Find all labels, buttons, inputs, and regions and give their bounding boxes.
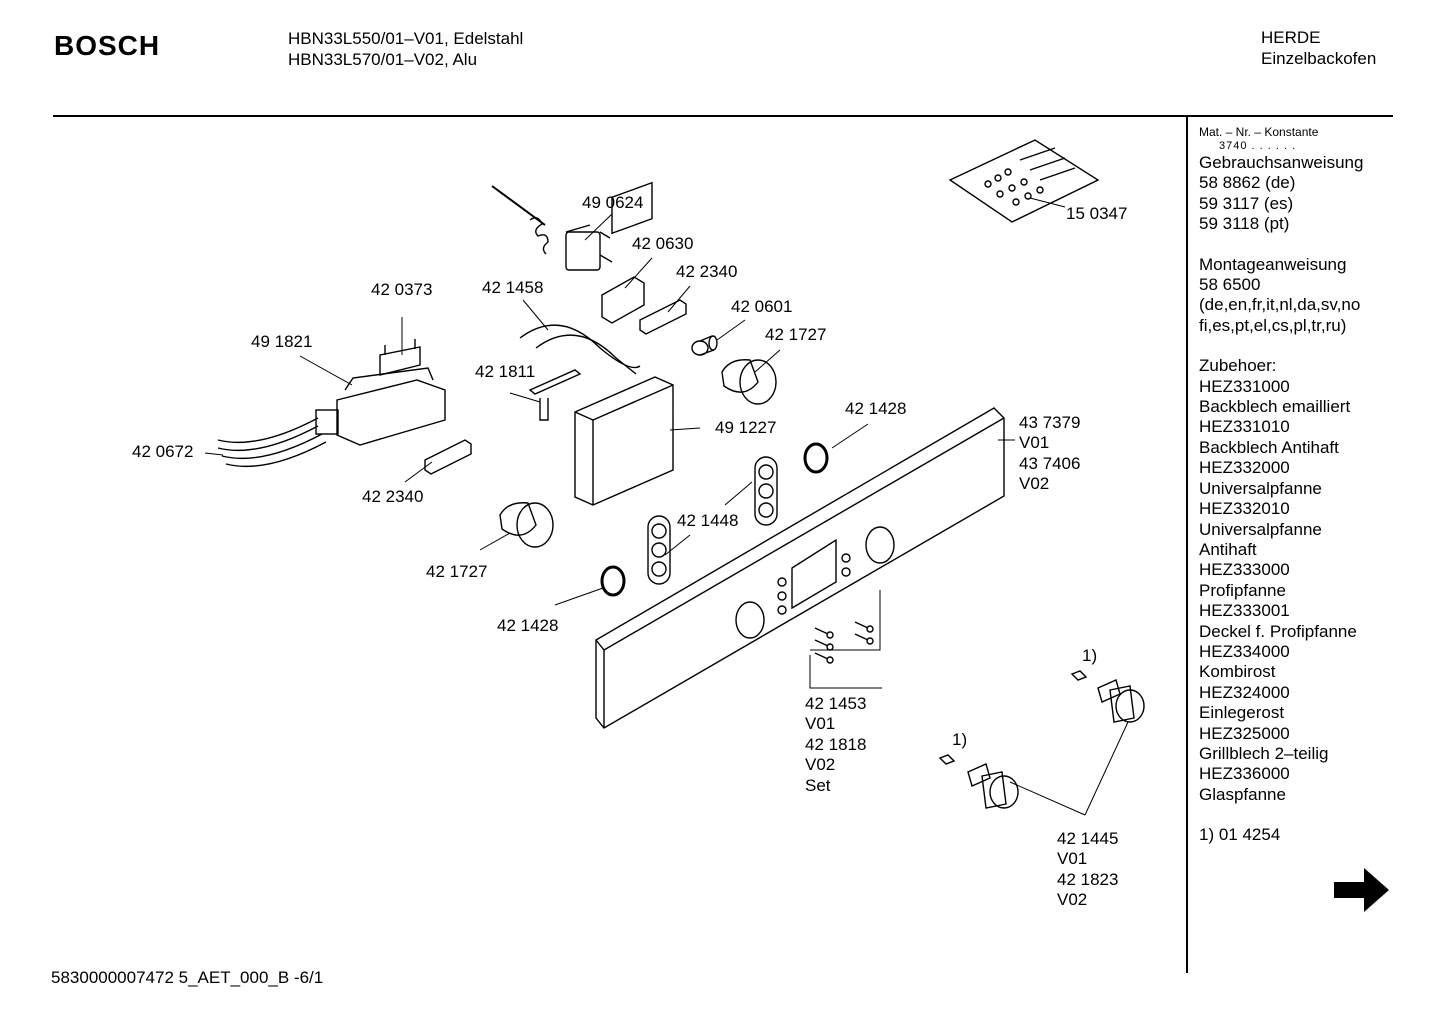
sidebar-line: Zubehoer: <box>1199 356 1277 376</box>
sidebar-line: Profipfanne <box>1199 580 1286 600</box>
part-label-420601: 42 0601 <box>731 297 793 316</box>
part-label-422340-bottom: 42 2340 <box>362 487 424 506</box>
part-label-491227: 49 1227 <box>715 418 777 437</box>
footnote-marker-upper: 1) <box>1082 646 1098 665</box>
part-label-421428-right: 42 1428 <box>845 399 907 418</box>
knobs-line-2: V01 <box>1057 849 1088 869</box>
part-label-491821: 49 1821 <box>251 332 313 351</box>
sidebar-line: HEZ336000 <box>1199 764 1290 784</box>
part-label-screws: 42 1453 V01 42 1818 V02 Set <box>805 694 866 796</box>
sidebar-line: Kombirost <box>1199 662 1276 682</box>
part-label-420373: 42 0373 <box>371 280 433 299</box>
model-list: HBN33L550/01–V01, Edelstahl HBN33L570/01… <box>288 28 523 70</box>
sidebar-line: HEZ324000 <box>1199 682 1290 702</box>
header-divider <box>53 115 1393 117</box>
sidebar-line: Universalpfanne <box>1199 478 1322 498</box>
footnote-marker-lower: 1) <box>952 730 968 749</box>
brand-logo: BOSCH <box>54 30 161 61</box>
sidebar-line: Einlegerost <box>1199 703 1285 723</box>
knobs-line-1: 42 1445 <box>1057 829 1119 848</box>
sidebar-line: HEZ332010 <box>1199 499 1290 519</box>
sidebar-line: Montageanweisung <box>1199 254 1347 274</box>
control-module-part <box>574 181 674 506</box>
holder-part <box>528 369 582 421</box>
ring-parts <box>600 442 829 597</box>
screws-line-2: V01 <box>805 714 836 734</box>
sidebar-line: Glaspfanne <box>1199 784 1286 804</box>
sidebar-line: Universalpfanne <box>1199 519 1322 539</box>
part-label-421428-left: 42 1428 <box>497 616 559 635</box>
sidebar-divider <box>1186 117 1188 973</box>
screws-part <box>814 621 874 664</box>
screws-line-4: V02 <box>805 755 836 775</box>
panel-line-4: V02 <box>1019 474 1050 494</box>
sidebar-line: 59 3117 (es) <box>1199 193 1294 213</box>
sidebar-line: 58 8862 (de) <box>1199 173 1296 193</box>
document-id: 5830000007472 5_AET_000_B -6/1 <box>51 968 324 987</box>
category-line-2: Einzelbackofen <box>1261 49 1377 68</box>
panel-line-2: V01 <box>1019 433 1050 453</box>
sidebar-line: HEZ332000 <box>1199 458 1290 478</box>
leader-lines <box>204 197 1129 816</box>
sidebar-line: Antihaft <box>1199 539 1257 559</box>
sidebar-line: HEZ331010 <box>1199 417 1290 437</box>
panel-line-1: 43 7379 <box>1019 413 1081 432</box>
cable-part <box>519 324 641 375</box>
sidebar-line: 1) 01 4254 <box>1199 825 1281 845</box>
part-label-420672: 42 0672 <box>132 442 194 461</box>
thermostat-part <box>491 185 613 271</box>
arrow-right-icon[interactable] <box>1334 868 1390 912</box>
screws-line-3: 42 1818 <box>805 734 867 754</box>
category-line-1: HERDE <box>1261 28 1321 47</box>
knobs-line-3: 42 1823 <box>1057 869 1119 889</box>
sidebar-line: HEZ333001 <box>1199 601 1290 621</box>
screws-line-5: Set <box>805 775 831 795</box>
sidebar-line: 59 3118 (pt) <box>1199 214 1290 234</box>
part-label-421458: 42 1458 <box>482 278 544 297</box>
bracket-parts <box>424 276 687 475</box>
sidebar-line: (de,en,fr,it,nl,da,sv,no <box>1199 295 1361 315</box>
part-label-420630: 42 0630 <box>632 234 694 253</box>
mat-heading: Mat. – Nr. – Konstante <box>1199 125 1319 139</box>
sidebar-line: Grillblech 2–teilig <box>1199 743 1329 763</box>
knob-parts <box>938 670 1145 809</box>
sidebar-line: Backblech Antihaft <box>1199 437 1339 457</box>
category: HERDE Einzelbackofen <box>1261 27 1376 69</box>
sidebar-line: HEZ331000 <box>1199 376 1290 396</box>
sidebar-line: Gebrauchsanweisung <box>1199 153 1364 172</box>
part-label-421811: 42 1811 <box>475 362 536 381</box>
panel-line-3: 43 7406 <box>1019 453 1081 473</box>
part-label-knobs: 42 1445 V01 42 1823 V02 <box>1057 829 1118 911</box>
part-label-421727-left: 42 1727 <box>426 562 488 581</box>
part-label-421448: 42 1448 <box>677 511 739 530</box>
sidebar-line: fi,es,pt,el,cs,pl,tr,ru) <box>1199 315 1347 335</box>
screws-line-1: 42 1453 <box>805 694 867 713</box>
model-line-2: HBN33L570/01–V02, Alu <box>288 50 478 69</box>
clip-part <box>379 339 421 376</box>
screw-bag-part <box>948 139 1100 223</box>
plug-part <box>691 335 718 356</box>
sidebar-line: 58 6500 <box>1199 275 1261 295</box>
sidebar-line: HEZ334000 <box>1199 641 1290 661</box>
sidebar-line: Backblech emailliert <box>1199 397 1351 417</box>
part-label-panel: 43 7379 V01 43 7406 V02 <box>1019 413 1080 495</box>
knob-body-parts <box>499 359 777 548</box>
part-label-150347: 15 0347 <box>1066 204 1128 223</box>
sidebar-line: HEZ325000 <box>1199 723 1290 743</box>
part-label-422340-top: 42 2340 <box>676 262 738 281</box>
knobs-line-4: V02 <box>1057 890 1088 910</box>
part-label-421727-right: 42 1727 <box>765 325 827 344</box>
button-strip-parts <box>647 456 778 585</box>
terminal-block-part <box>217 367 446 468</box>
mat-value: 3740 . . . . . . <box>1219 140 1297 152</box>
sidebar-line: HEZ333000 <box>1199 560 1290 580</box>
front-panel-part <box>595 407 1005 729</box>
model-line-1: HBN33L550/01–V01, Edelstahl <box>288 29 524 48</box>
part-label-490624: 49 0624 <box>582 193 644 212</box>
sidebar-line: Deckel f. Profipfanne <box>1199 621 1357 641</box>
sidebar: Mat. – Nr. – Konstante 3740 . . . . . . … <box>1199 125 1363 846</box>
